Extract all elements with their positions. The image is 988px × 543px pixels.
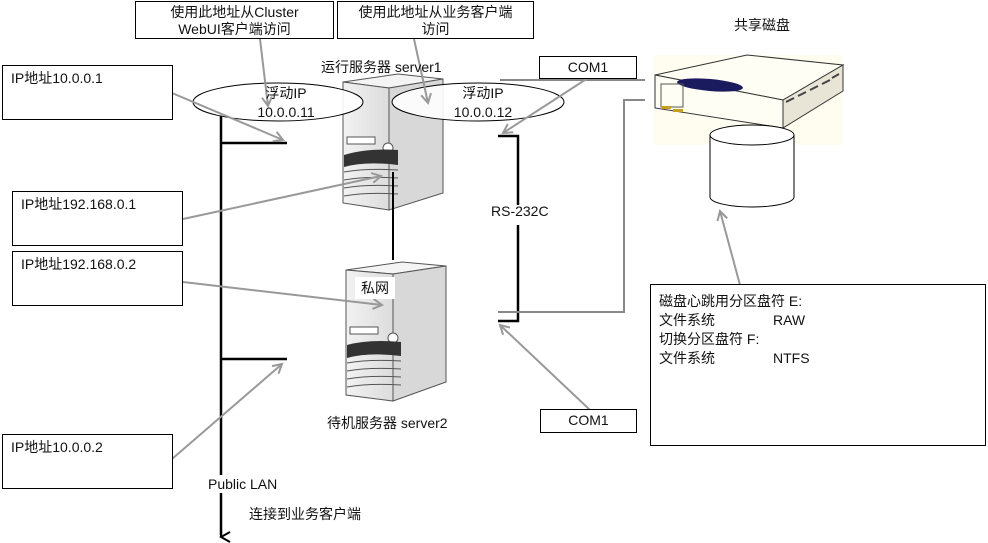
floating-ip-1-title: 浮动IP [265, 85, 307, 101]
shared-disk-info-box: 磁盘心跳用分区盘符 E: 文件系统 RAW 切换分区盘符 F: 文件系统 NTF… [650, 284, 986, 446]
disk-info-row: 文件系统 NTFS [659, 349, 985, 368]
ip-box-server1-public: IP地址10.0.0.1 [2, 65, 173, 120]
rs232c-label: RS-232C [491, 203, 549, 219]
public-lan-label: Public LAN [206, 475, 280, 493]
disk-info-key: 磁盘心跳用分区盘符 E: [659, 293, 803, 309]
floating-ip-1-address: 10.0.0.11 [257, 104, 315, 120]
com1-bottom-box: COM1 [540, 409, 637, 433]
shared-disk-title: 共享磁盘 [734, 17, 790, 33]
ip-box-server2-public: IP地址10.0.0.2 [2, 434, 173, 489]
private-lan-label: 私网 [355, 277, 395, 299]
rs232c-link [498, 134, 520, 323]
disk-info-row: 磁盘心跳用分区盘符 E: [659, 292, 985, 311]
client-access-callout: 使用此地址从业务客户端 访问 [337, 1, 534, 39]
floating-ip-1-label: 浮动IP 10.0.0.11 [236, 84, 336, 122]
server2-label: 待机服务器 server2 [327, 415, 448, 431]
webui-access-line2: WebUI客户端访问 [178, 21, 291, 37]
webui-access-callout: 使用此地址从Cluster WebUI客户端访问 [135, 1, 334, 39]
disk-info-row: 文件系统 RAW [659, 311, 985, 330]
floating-ip-2-label: 浮动IP 10.0.0.12 [433, 84, 533, 122]
disk-info-key: 切换分区盘符 F: [659, 331, 760, 347]
shared-disk-connections [498, 79, 645, 313]
ip-server2-public-text: IP地址10.0.0.2 [11, 439, 103, 455]
com1-bottom-label: COM1 [568, 412, 609, 428]
client-access-line2: 访问 [421, 21, 450, 37]
disk-cylinder-icon [709, 124, 795, 208]
ip-server1-public-text: IP地址10.0.0.1 [11, 70, 103, 86]
floating-ip-2-ellipse [391, 82, 565, 122]
ip-box-server2-private: IP地址192.168.0.2 [12, 251, 183, 306]
floating-ip-2-title: 浮动IP [462, 85, 504, 101]
disk-info-value: RAW [773, 312, 806, 328]
com1-top-box: COM1 [539, 56, 637, 79]
disk-info-key: 文件系统 [659, 312, 715, 328]
floating-ip-2-address: 10.0.0.12 [453, 104, 513, 120]
disk-info-row: 切换分区盘符 F: [659, 330, 985, 349]
disk-info-value: NTFS [773, 350, 810, 366]
client-connect-label: 连接到业务客户端 [249, 506, 361, 522]
server1-label: 运行服务器 server1 [321, 59, 442, 75]
client-access-line1: 使用此地址从业务客户端 [358, 4, 513, 20]
ip-box-server1-private: IP地址192.168.0.1 [12, 191, 183, 246]
disk-info-key: 文件系统 [659, 350, 715, 366]
public-lan-line [221, 115, 287, 537]
ip-server2-private-text: IP地址192.168.0.2 [21, 256, 137, 272]
webui-access-line1: 使用此地址从Cluster [170, 4, 299, 20]
callout-arrows [171, 38, 741, 460]
ip-server1-private-text: IP地址192.168.0.1 [21, 196, 137, 212]
com1-top-label: COM1 [567, 59, 609, 75]
